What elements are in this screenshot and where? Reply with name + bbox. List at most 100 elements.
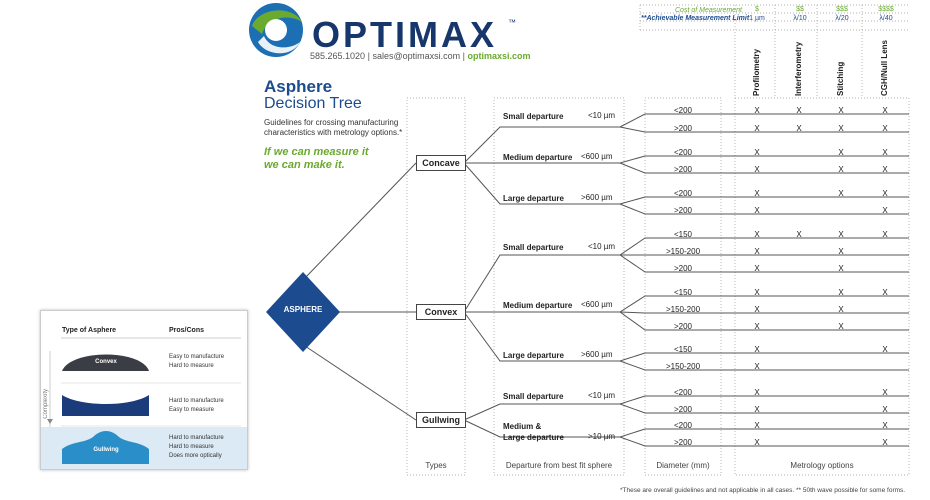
cost-label: Cost of Measurement: [675, 7, 742, 14]
metrology-mark: X: [882, 438, 888, 447]
departure-name: Small departure: [503, 112, 564, 121]
metrology-mark: X: [882, 421, 888, 430]
type-convex: Convex: [416, 304, 466, 320]
diameter-cell: <200: [673, 388, 693, 397]
limit-value: 1 µm: [749, 15, 765, 22]
logo-swirl: [249, 3, 303, 57]
sep: |: [462, 51, 465, 61]
limit-label: **Achievable Measurement Limit: [641, 15, 750, 22]
metrology-mark: X: [754, 305, 760, 314]
metrology-mark: X: [838, 264, 844, 273]
departure-value: <10 µm: [588, 242, 616, 251]
departure-name: Medium departure: [503, 153, 573, 162]
type-gullwing: Gullwing: [416, 412, 466, 428]
root-label: ASPHERE: [283, 305, 323, 314]
diameter-cell: <150: [673, 230, 693, 239]
departure-name: Large departure: [503, 351, 564, 360]
metrology-mark: X: [754, 148, 760, 157]
title-line2: Decision Tree: [264, 95, 362, 112]
metrology-mark: X: [838, 106, 844, 115]
metrology-mark: X: [882, 288, 888, 297]
slogan: If we can measure it we can make it.: [264, 146, 369, 172]
limit-value: λ/40: [879, 15, 893, 22]
logo-tm: ™: [508, 18, 516, 27]
footer-diameter: Diameter (mm): [656, 461, 710, 470]
col-interferometry: Interferometry: [794, 41, 803, 96]
metrology-mark: X: [882, 230, 888, 239]
inset-item-label: Convex: [95, 359, 117, 365]
diameter-cell: >200: [673, 124, 693, 133]
inset-pros: Easy to manufacture Hard to measure: [169, 354, 225, 369]
metrology-mark: X: [882, 345, 888, 354]
diameter-cell: >150-200: [665, 247, 701, 256]
limit-value: λ/20: [835, 15, 849, 22]
footer-departure: Departure from best fit sphere: [505, 461, 613, 470]
metrology-mark: X: [882, 106, 888, 115]
metrology-mark: X: [838, 305, 844, 314]
departure-name: Small departure: [503, 243, 564, 252]
diameter-cell: <200: [673, 421, 693, 430]
metrology-mark: X: [838, 322, 844, 331]
metrology-mark: X: [754, 421, 760, 430]
column-dividers: [406, 4, 910, 476]
metrology-mark: X: [838, 288, 844, 297]
departure-value: <10 µm: [588, 111, 616, 120]
contact-line: 585.265.1020 | sales@optimaxsi.com | opt…: [310, 51, 531, 61]
metrology-mark: X: [796, 124, 802, 133]
metrology-mark: X: [838, 148, 844, 157]
diameter-cell: >200: [673, 322, 693, 331]
diameter-cell: <150: [673, 288, 693, 297]
departure-name: Large departure: [503, 194, 564, 203]
metrology-mark: X: [882, 165, 888, 174]
email-link[interactable]: sales@optimaxsi.com: [372, 51, 461, 61]
metrology-mark: X: [796, 230, 802, 239]
diameter-cell: >200: [673, 206, 693, 215]
diameter-cell: <150: [673, 345, 693, 354]
col-stitching: Stitching: [836, 61, 845, 96]
tree-connectors: [304, 113, 909, 447]
asphere-type-panel: Type of Asphere Pros/Cons Complexity Con…: [40, 310, 248, 470]
inset-col-type: Type of Asphere: [62, 327, 117, 334]
phone: 585.265.1020: [310, 51, 366, 61]
inset-pros: Hard to manufacture Hard to measure Does…: [169, 435, 224, 459]
departure-value: >600 µm: [581, 350, 613, 359]
departure-value: <10 µm: [588, 391, 616, 400]
metrology-mark: X: [754, 288, 760, 297]
footer-types: Types: [425, 461, 447, 470]
guidelines-text: Guidelines for crossing manufacturing ch…: [264, 118, 403, 137]
departure-value: >600 µm: [581, 193, 613, 202]
metrology-mark: X: [754, 165, 760, 174]
diameter-cell: >150-200: [665, 362, 701, 371]
cost-value: $$$$: [878, 6, 894, 13]
col-profilometry: Profilometry: [752, 48, 761, 96]
metrology-mark: X: [838, 230, 844, 239]
inset-item-label: Concave: [93, 399, 119, 405]
departure-value: >10 µm: [588, 432, 616, 441]
website-link[interactable]: optimaxsi.com: [467, 51, 531, 61]
metrology-mark: X: [754, 438, 760, 447]
root-diamond: [266, 272, 340, 352]
metrology-mark: X: [796, 106, 802, 115]
metrology-mark: X: [754, 264, 760, 273]
metrology-mark: X: [754, 345, 760, 354]
departure-value: <600 µm: [581, 152, 613, 161]
metrology-mark: X: [882, 189, 888, 198]
metrology-mark: X: [838, 189, 844, 198]
cost-value: $$$: [836, 6, 848, 13]
inset-col-pros: Pros/Cons: [169, 327, 205, 334]
col-cgh-null-lens: CGH/Null Lens: [880, 39, 889, 96]
diameter-cell: >150-200: [665, 305, 701, 314]
departure-value: <600 µm: [581, 300, 613, 309]
footnote: *These are overall guidelines and not ap…: [620, 487, 906, 494]
metrology-mark: X: [838, 165, 844, 174]
footer-metrology: Metrology options: [790, 461, 854, 470]
metrology-mark: X: [754, 189, 760, 198]
metrology-mark: X: [838, 247, 844, 256]
metrology-mark: X: [882, 206, 888, 215]
departure-name: Small departure: [503, 392, 564, 401]
inset-pros: Hard to manufacture Easy to measure: [169, 398, 224, 413]
slogan-line1: If we can measure it: [264, 146, 369, 158]
logo-wordmark: OPTIMAX: [312, 14, 498, 55]
metrology-mark: X: [754, 230, 760, 239]
